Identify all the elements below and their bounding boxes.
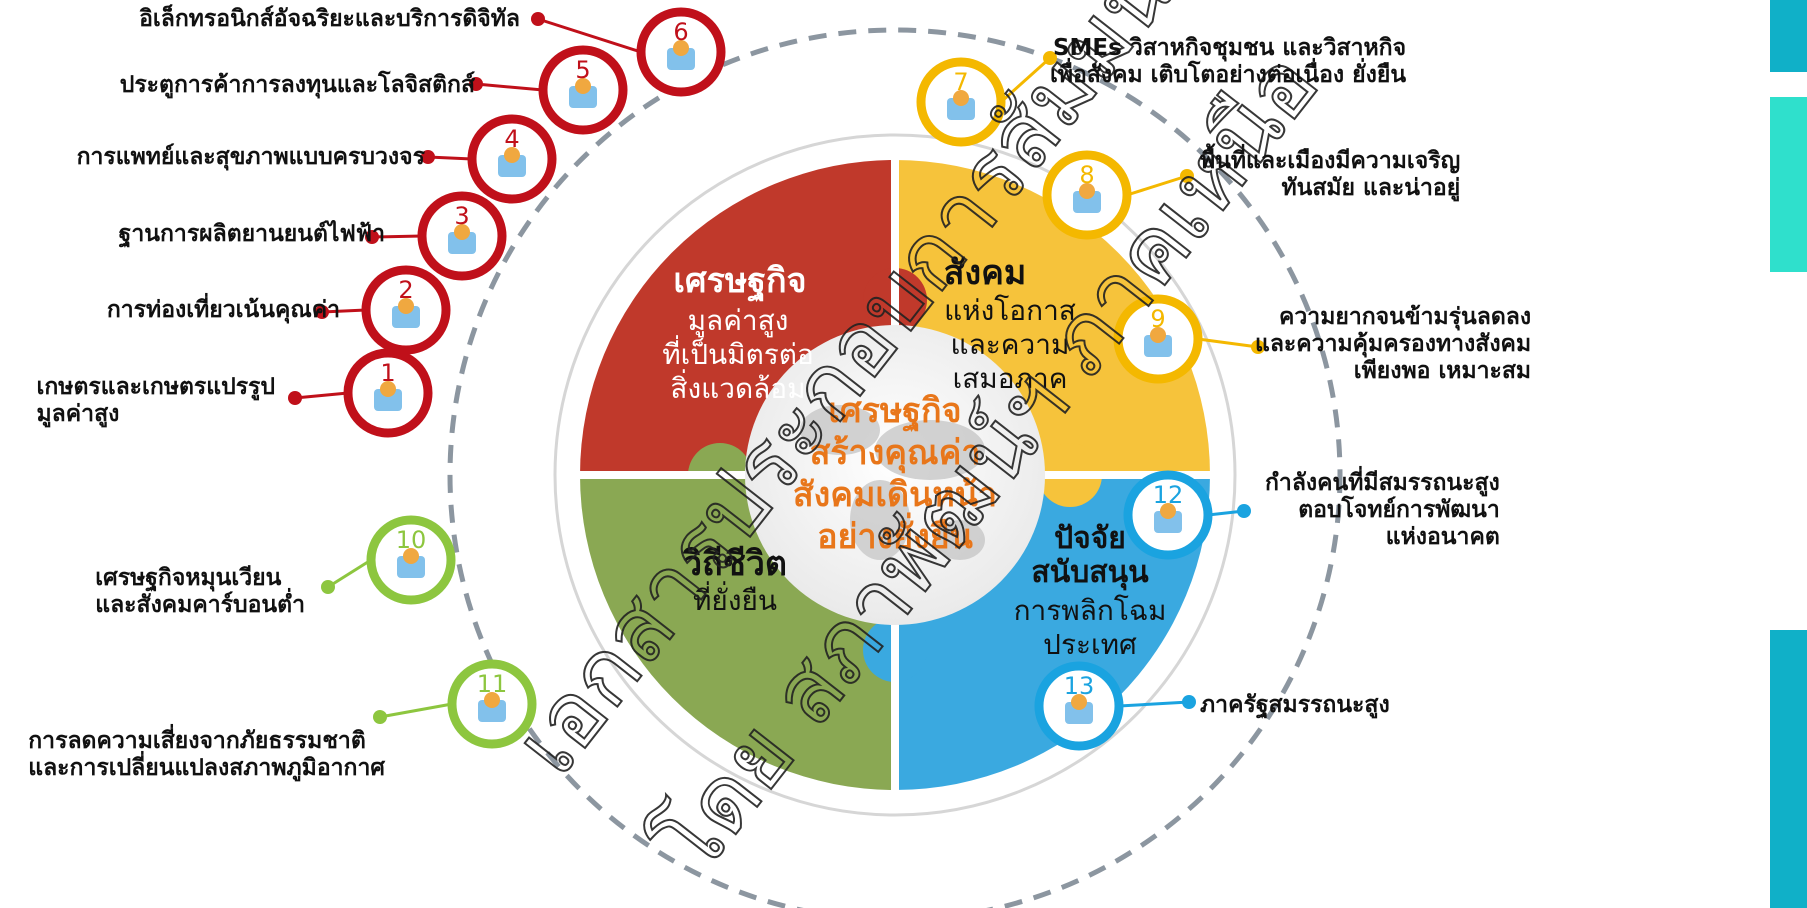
- protected-people-icon: [1144, 327, 1172, 357]
- recycle-icon: [397, 548, 425, 578]
- connector-dot: [1180, 169, 1194, 183]
- smart-devices-icon: [667, 40, 695, 70]
- milestone-label: ประตูการค้าการลงทุนและโลจิสติกส์: [119, 72, 475, 98]
- center-text: เศรษฐกิจสร้างคุณค่าสังคมเดินหน้าอย่างยั่…: [793, 391, 997, 557]
- world-map-dots: [800, 405, 985, 560]
- orbit-ring: [447, 27, 1343, 908]
- milestone-number: 3: [454, 202, 469, 230]
- city-icon: [1073, 183, 1101, 213]
- milestone-label: ฐานการผลิตยานยนต์ไฟฟ้า: [118, 221, 385, 247]
- connector-dot: [1043, 51, 1057, 65]
- milestone-number: 6: [673, 18, 688, 46]
- connector-line: [999, 56, 1052, 104]
- connector-line: [1126, 174, 1188, 197]
- connector-dot: [531, 12, 545, 26]
- quadrant-support-title: ปัจจัยสนับสนุน: [1031, 521, 1149, 591]
- connector-dot: [365, 230, 379, 244]
- quadrant-support-sub: การพลิกโฉมประเทศ: [1014, 594, 1167, 661]
- milestone-number: 11: [477, 670, 508, 698]
- milestone-label: เศรษฐกิจหมุนเวียน และสังคมคาร์บอนต่ำ: [95, 565, 305, 618]
- electric-car-icon: [448, 224, 476, 254]
- connector-dot: [1237, 504, 1251, 518]
- government-building-icon: [1065, 694, 1093, 724]
- shop-icon: [947, 90, 975, 120]
- milestone-number: 13: [1064, 672, 1095, 700]
- connector-line: [379, 702, 453, 719]
- milestone-number: 9: [1150, 305, 1165, 333]
- quadrant-society-sub: แห่งโอกาสและความเสมอภาค: [944, 294, 1076, 395]
- milestone-number: 10: [396, 526, 427, 554]
- connector-dot: [1182, 695, 1196, 709]
- milestone-number: 8: [1079, 161, 1094, 189]
- connector-line: [321, 308, 367, 314]
- quadrant-lifestyle-title: วิถีชีวิต: [682, 544, 787, 584]
- milestone-number: 7: [953, 68, 968, 96]
- edge-bar: [1770, 97, 1807, 272]
- milestone-label: ภาครัฐสมรรถนะสูง: [1200, 692, 1390, 718]
- milestone-label: ความยากจนข้ามรุ่นลดลง และความคุ้มครองทาง…: [1255, 304, 1532, 384]
- connector-line: [1118, 700, 1190, 708]
- connector-line: [537, 17, 642, 54]
- milestone-number: 2: [398, 276, 413, 304]
- landscape-icon: [478, 692, 506, 722]
- quadrant-lifestyle-sub: ที่ยั่งยืน: [693, 581, 777, 617]
- quadrant-economy-title: เศรษฐกิจ: [673, 261, 806, 303]
- edge-bar: [1770, 630, 1807, 908]
- milestone-number: 5: [575, 56, 590, 84]
- milestone-label: อิเล็กทรอนิกส์อัจฉริยะและบริการดิจิทัล: [139, 6, 520, 32]
- milestone-number: 12: [1153, 481, 1184, 509]
- connector-line: [327, 558, 372, 589]
- milestone-label: การแพทย์และสุขภาพแบบครบวงจร: [76, 144, 425, 170]
- logistics-globe-icon: [569, 78, 597, 108]
- guide-book-icon: [392, 298, 420, 328]
- connector-line: [371, 234, 423, 239]
- connector-dot: [288, 391, 302, 405]
- milestone-number: 1: [380, 359, 395, 387]
- quadrant-economy-sub: มูลค่าสูงที่เป็นมิตรต่อสิ่งแวดล้อม: [662, 304, 814, 405]
- connector-dot: [469, 77, 483, 91]
- connector-line: [475, 82, 544, 92]
- connector-line: [1197, 337, 1259, 349]
- connector-line: [427, 155, 473, 161]
- connector-line: [294, 391, 349, 400]
- milestone-label: SMEs วิสาหกิจชุมชน และวิสาหกิจ เพื่อสังค…: [1050, 35, 1407, 88]
- milestone-label: เกษตรและเกษตรแปรรูป มูลค่าสูง: [36, 374, 275, 427]
- connector-dot: [1251, 340, 1265, 354]
- milestone-number: 4: [504, 125, 519, 153]
- milestone-label: การลดความเสี่ยงจากภัยธรรมชาติ และการเปลี…: [28, 728, 385, 781]
- connector-dot: [315, 305, 329, 319]
- edge-bar: [1770, 0, 1807, 72]
- milestone-label: พื้นที่และเมืองมีความเจริญ ทันสมัย และน่…: [1200, 148, 1461, 201]
- milestone-label: กำลังคนที่มีสมรรถนะสูง ตอบโจทย์การพัฒนา …: [1265, 470, 1500, 550]
- quadrant-society-title: สังคม: [944, 253, 1027, 293]
- farm-icon: [374, 381, 402, 411]
- presentation-team-icon: [1154, 503, 1182, 533]
- connector-dot: [321, 580, 335, 594]
- milestone-label: การท่องเที่ยวเน้นคุณค่า: [106, 297, 340, 323]
- health-care-icon: [498, 147, 526, 177]
- connector-dot: [421, 150, 435, 164]
- connector-dot: [373, 710, 387, 724]
